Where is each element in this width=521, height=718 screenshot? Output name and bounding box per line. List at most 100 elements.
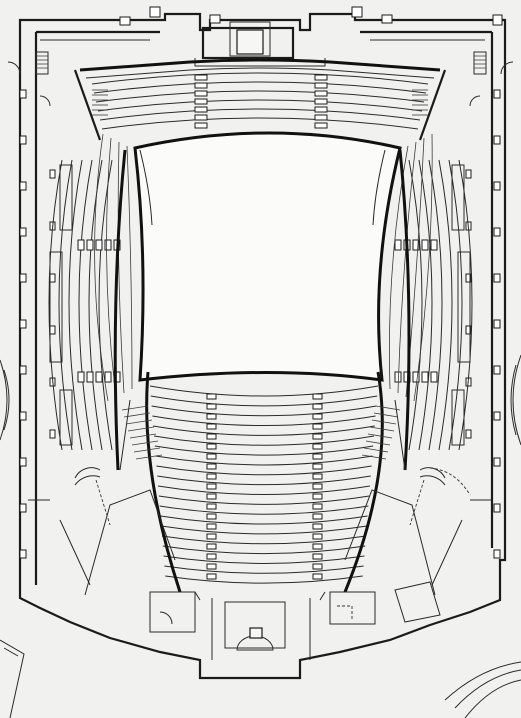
right-side-seating [369,426,395,432]
stalls-aisle-step [312,433,323,440]
pilaster-left [19,457,27,467]
stalls-aisle-step [312,423,323,430]
left-hall-curve [117,141,125,394]
balcony-aisle-step [314,82,328,89]
balcony-row [101,117,419,130]
pilaster-right [493,89,501,99]
pilaster-left [19,365,27,375]
lower-lobby [59,489,463,660]
pilaster-left [19,273,27,283]
stalls-row [162,545,366,555]
right-side-seating [365,440,391,446]
left-side-seating [129,433,157,439]
pier-right [465,429,472,439]
right-balcony-row [408,159,423,451]
left-hall-curve [94,133,109,402]
pilaster-left [19,503,27,513]
pilaster-left [19,89,27,99]
stalls-aisle-step [312,393,323,400]
entrance-stairs [28,467,492,526]
pilaster-right [493,273,501,283]
stalls-aisle-step [312,513,323,520]
stalls-aisle-step [206,403,217,410]
left-hall-curve [126,145,133,390]
stalls-row [165,575,363,584]
left-hall-curve [106,137,117,398]
stalls-row [164,565,364,574]
balcony-row [95,90,425,103]
box-seat-block [430,239,438,251]
stalls-aisle-step [206,463,217,470]
right-balcony-row [428,159,443,451]
stalls-aisle-step [206,573,217,580]
stalls-seating [119,371,406,593]
balcony-aisle-step [194,98,208,105]
pilaster-left [19,181,27,191]
pilaster-right [493,227,501,237]
stalls-vomitory [119,399,406,471]
balcony-aisle-step [314,74,328,81]
stage-house [194,21,326,67]
left-balcony-row [78,159,93,451]
left-stage-curve [139,149,153,226]
pier-left [49,169,56,179]
box-seat-block [86,371,94,383]
top-service-rooms [119,6,503,26]
pier-left [49,325,56,335]
stalls-aisle-step [312,573,323,580]
stalls-aisle-step [312,403,323,410]
stalls-aisle-step [206,413,217,420]
balcony-row [91,72,429,85]
stalls-row [157,485,371,495]
stalls-aisle-step [206,523,217,530]
stalls-aisle-step [312,523,323,530]
stalls-aisle-step [312,483,323,490]
pilaster-left [19,227,27,237]
pilaster-right [493,135,501,145]
right-side-seating [373,412,399,418]
pilaster-right [493,411,501,421]
right-balcony-row [448,159,463,451]
pier-right [465,273,472,283]
left-side-seating [125,419,153,425]
balcony-aisle-step [314,114,328,121]
stalls-row [159,505,369,515]
stalls-aisle-step [312,463,323,470]
stalls-row [150,395,378,407]
right-balcony-row [458,159,473,451]
side-gallery-wall [59,164,73,231]
stalls-row [154,445,374,456]
right-side-seating [375,405,401,411]
stalls-row [160,515,368,525]
left-balcony-row [98,159,113,451]
box-seat-block [412,371,420,383]
box-seat-block [412,239,420,251]
stalls-aisle-step [206,493,217,500]
stalls-aisle-step [206,513,217,520]
box-seat-block [77,239,85,251]
left-side-seating [133,447,161,453]
right-hall-wall [398,149,411,471]
stalls-aisle-step [206,473,217,480]
left-side-seating [131,440,159,446]
left-balcony-row [68,159,83,451]
balcony-row [93,81,427,94]
balcony-aisle-step [314,98,328,105]
stalls-side-wall [145,371,384,593]
right-balcony-row [438,159,453,451]
right-side-seating [367,433,393,439]
stalls-aisle-step [312,453,323,460]
stalls-aisle-step [312,493,323,500]
pilaster-right [493,319,501,329]
box-seat-block [104,371,112,383]
right-balcony-row [418,159,433,451]
stalls-aisle-step [312,473,323,480]
stalls-aisle-step [206,563,217,570]
stalls-aisle-step [312,543,323,550]
pilaster-right [493,549,501,559]
stalls-aisle-step [206,423,217,430]
pilaster-right [493,457,501,467]
pilaster-left [19,411,27,421]
balcony-aisle-step [194,82,208,89]
stalls-row [163,555,365,564]
